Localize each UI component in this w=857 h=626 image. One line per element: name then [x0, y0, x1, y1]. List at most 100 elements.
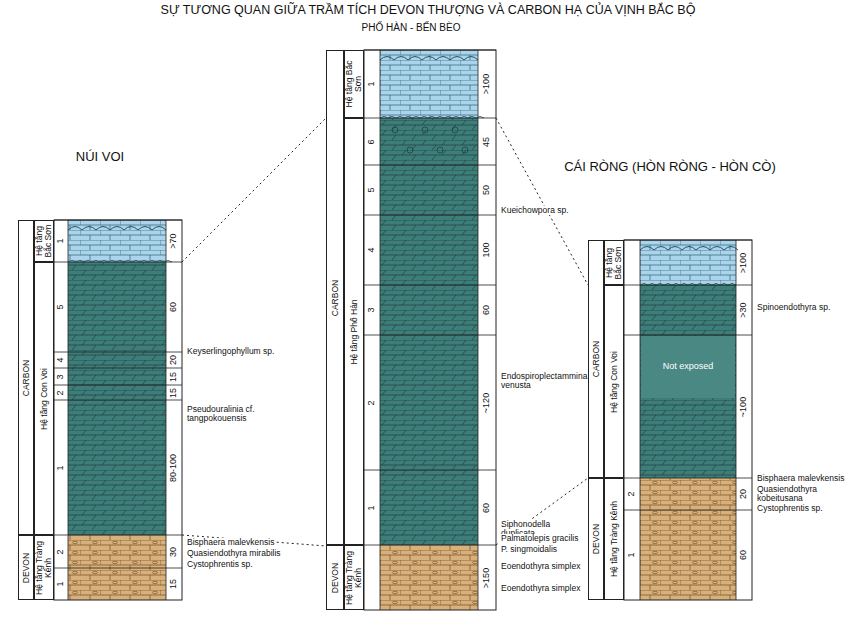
oolite-symbol — [462, 147, 468, 153]
lithology-fill — [68, 385, 166, 400]
formation-name: Hệ tầng Con Voi — [610, 287, 619, 476]
system-name: CARBON — [331, 52, 340, 543]
unit-number: 5 — [56, 304, 66, 309]
system-box: DEVON — [588, 478, 604, 600]
unit-number: 6 — [367, 139, 377, 144]
column-divider — [478, 50, 479, 610]
lithology-fill — [380, 50, 478, 118]
fossil-name: Cystophrentis sp. — [186, 560, 254, 569]
column-divider — [640, 240, 641, 600]
thickness-value: 50 — [482, 185, 492, 195]
unit-boundary — [54, 352, 182, 353]
thickness-value: >150 — [482, 567, 492, 587]
system-name: CARBON — [22, 222, 31, 533]
fossil-name: Bisphaera malevkensis — [756, 474, 845, 483]
system-name: DEVON — [592, 480, 601, 598]
unit-boundary — [364, 470, 496, 471]
unit-number: 5 — [367, 187, 377, 192]
lithology-fill — [68, 568, 166, 600]
correlation-line — [182, 118, 326, 262]
not-exposed-note: Not exposed — [663, 362, 714, 372]
system-box: DEVON — [326, 545, 344, 610]
fossil-name: Quasiendothyra mirabilis — [186, 549, 282, 558]
column-outline — [54, 220, 182, 600]
formation-box: Hệ tầng Bắc Sơn — [344, 50, 364, 118]
unit-number: 1 — [367, 505, 377, 510]
formation-box: Hệ tầng Phố Hàn — [344, 118, 364, 545]
lithology-fill — [380, 165, 478, 215]
fossil-name: Palmatolepis gracilis — [500, 534, 579, 543]
formation-name: Hệ tầng Bắc Sơn — [345, 52, 363, 116]
column-divider — [166, 220, 167, 600]
unit-number: 4 — [56, 357, 66, 362]
column-2 — [624, 240, 752, 600]
fossil-name: Keyserlingophyllum sp. — [186, 347, 275, 356]
formation-name: Hệ tầng Tràng Kênh — [345, 547, 363, 608]
thickness-value: >30 — [739, 302, 749, 317]
lithology-fill — [68, 262, 166, 352]
unit-number: 2 — [627, 491, 637, 496]
oolite-symbol — [392, 127, 398, 133]
thickness-value: ~100 — [739, 396, 749, 416]
lithology-fill — [380, 118, 478, 165]
unit-number: 2 — [367, 400, 377, 405]
lithology-fill — [68, 352, 166, 368]
unit-boundary — [54, 262, 182, 263]
lithology-fill — [68, 535, 166, 568]
thickness-value: >100 — [739, 252, 749, 272]
thickness-value: 80-100 — [169, 453, 179, 481]
unit-number: 1 — [56, 465, 66, 470]
wavy-top — [640, 247, 738, 251]
unit-number: 4 — [367, 247, 377, 252]
fossil-name: Spinoendothyra sp. — [756, 303, 831, 312]
lithology-fill — [380, 335, 478, 470]
column-outline — [364, 50, 496, 610]
correlation-line — [496, 118, 588, 285]
fossil-name: Eoendothyra simplex — [500, 562, 581, 571]
lithology-fill — [68, 220, 166, 262]
unit-boundary — [364, 118, 496, 119]
unit-number: 1 — [367, 81, 377, 86]
oolite-symbol — [422, 127, 428, 133]
unit-boundary — [364, 335, 496, 336]
formation-box: Hệ tầng Con Voi — [34, 262, 54, 535]
fossil-name: Eoendothyra simplex — [500, 584, 581, 593]
unit-boundary — [624, 285, 752, 286]
fossil-name: Kueichowpora sp. — [500, 206, 570, 215]
system-name: CARBON — [592, 242, 601, 476]
lithology-fill — [380, 215, 478, 285]
lithology-fill — [68, 400, 166, 535]
unit-boundary — [364, 545, 496, 546]
unit-boundary — [54, 568, 182, 569]
unit-number: 2 — [56, 549, 66, 554]
thickness-value: ~120 — [482, 392, 492, 412]
unit-boundary — [624, 478, 752, 479]
column-heading: CÁI RÒNG (HÒN RÒNG - HÒN CÒ) — [564, 160, 776, 174]
thickness-value: 45 — [482, 136, 492, 146]
system-name: DEVON — [22, 537, 31, 598]
column-divider — [380, 50, 381, 610]
formation-name: Hệ tầng Tràng Kênh — [35, 537, 53, 598]
formation-box: Hệ tầng Con Voi — [604, 285, 624, 478]
unconformity — [68, 261, 172, 263]
column-0 — [54, 220, 182, 600]
fossil-name: Pseudouralinia cf. tangpokouensis — [186, 405, 306, 424]
formation-box: Hệ tầng Bắc Sơn — [34, 220, 54, 262]
thickness-value: 15 — [169, 579, 179, 589]
lithology-fill — [640, 478, 736, 510]
unconformity — [640, 284, 736, 286]
correlation-line — [496, 478, 588, 545]
unit-number: 1 — [56, 238, 66, 243]
thickness-value: 100 — [482, 242, 492, 257]
thickness-value: >100 — [482, 74, 492, 94]
formation-name: Hệ tầng Tràng Kênh — [610, 480, 619, 598]
oolite-symbol — [437, 147, 443, 153]
column-divider — [68, 220, 69, 600]
lithology-fill — [640, 510, 736, 600]
column-outline — [624, 240, 752, 600]
formation-box: Hệ tầng Bắc Sơn — [604, 240, 624, 285]
unit-number: 1 — [627, 552, 637, 557]
unit-number: 2 — [56, 390, 66, 395]
formation-name: Hệ tầng Bắc Sơn — [35, 222, 53, 260]
